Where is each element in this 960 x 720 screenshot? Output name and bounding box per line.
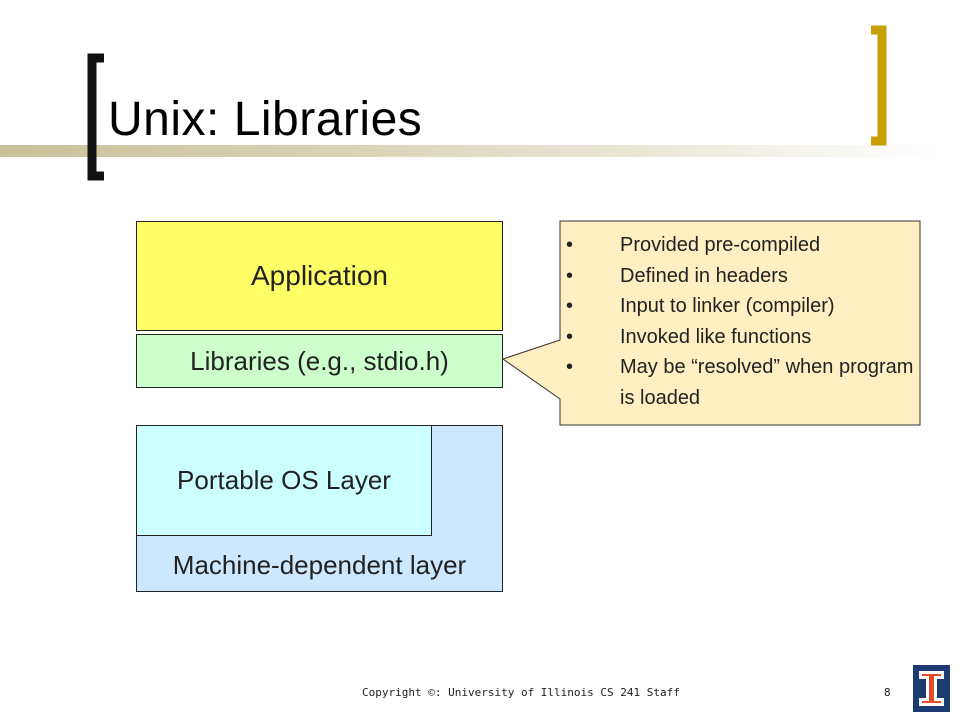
application-label: Application [251,260,388,291]
left-bracket [87,53,104,181]
callout-item-text: Invoked like functions [620,325,812,348]
right-bracket [871,25,887,146]
callout-item-text: Provided pre-compiled [620,234,821,256]
libraries-layer: Libraries (e.g., stdio.h) [136,334,503,388]
page-title: Unix: Libraries [108,93,423,146]
callout-item-text: Input to linker (compiler) [620,295,835,317]
portable-label: Portable OS Layer [177,465,391,495]
portable-os-layer: Portable OS Layer [136,425,432,536]
callout-item: • Provided pre-compiled [566,230,916,261]
callout-list: • Provided pre-compiled • Defined in heade… [566,230,916,413]
title-brackets [87,25,887,181]
bullet-glyph: • [566,234,574,256]
title-underline [0,145,940,157]
application-layer: Application [136,221,503,331]
bullet-glyph: • [566,264,574,287]
libraries-label: Libraries (e.g., stdio.h) [190,345,449,376]
callout-item: • Input to linker (compiler) [566,291,916,322]
bullet-glyph: • [566,295,574,317]
callout-item-text: May be “resolved” when program is loaded [620,356,914,409]
bullet-glyph: • [566,356,574,378]
callout-bubble [501,220,921,426]
page-number: 8 [884,686,891,699]
illinois-logo-icon [913,665,950,712]
machine-label: Machine-dependent layer [172,550,467,580]
callout-item: • May be “resolved” when program is loade… [566,352,916,413]
bullet-glyph: • [566,325,574,348]
callout-item-text: Defined in headers [620,264,788,287]
callout-item: • Defined in headers [566,261,916,292]
callout-item: • Invoked like functions [566,322,916,353]
copyright-footer: Copyright ©: University of Illinois CS 2… [362,686,680,699]
